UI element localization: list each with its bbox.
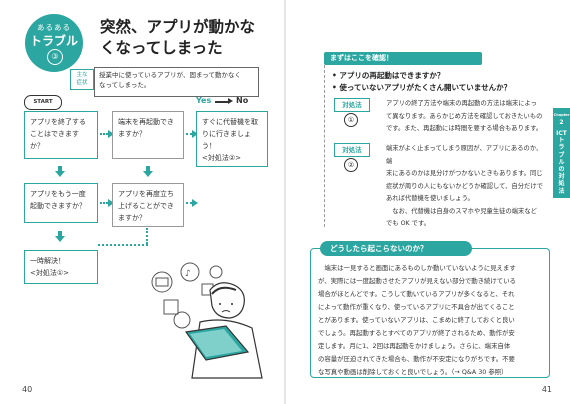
prevention-box — [310, 248, 550, 378]
flow-text: 上げることができ — [118, 202, 174, 210]
yes-arrow — [55, 231, 65, 242]
measure-line: 症状が周りの人にもないかどうか確認して、自分だけで — [386, 182, 543, 190]
measure-label: 対処法 — [334, 98, 370, 112]
flow-text: アプリを終了する — [30, 118, 86, 126]
no-label: No — [236, 96, 249, 105]
badge-line1: あるある — [37, 23, 71, 32]
badge-line2: トラブル — [29, 34, 78, 48]
chapter-number-line: 2 — [559, 119, 564, 126]
measure-line: 末にあるのかは見分けがつかないときもあります。同じ — [386, 170, 543, 177]
no-arrow — [186, 199, 198, 207]
left-page: あるある トラブル ③ 突然、アプリが動かな くなってしまった 主な 症状 授業… — [0, 0, 284, 404]
student-tablet-illustration: ♪ — [151, 262, 263, 379]
flow-box-get-spare-device: すぐに代替機を取 りに行きましょ う！ <対処法②> — [196, 111, 268, 167]
flow-text: ますか？ — [118, 214, 146, 222]
symptom-text: 授業中に使っているアプリが、固まって動かなく なってしまった。 — [94, 67, 259, 97]
check-question: • 使っていないアプリがたくさん開いていませんか？ — [332, 83, 512, 92]
measure-line: アプリの終了方法や端末の再起動の方法は端末によっ — [386, 100, 537, 107]
symptom-tag: 主な 症状 — [70, 69, 94, 90]
prevention-line: とがあります。使っていないアプリは、こまめに終了しておくと良い — [318, 316, 515, 324]
flow-box-can-close-app: アプリを終了する ことはできます か？ — [24, 111, 98, 159]
no-arrow — [186, 130, 198, 138]
chapter-number: Chapter 2 — [553, 112, 570, 126]
start-label: START — [24, 95, 62, 110]
prevention-text: 端末は一見すると画面にあるものしか動いていないように見えます が、実際には一度起… — [318, 262, 542, 379]
gutter — [284, 0, 286, 404]
badge-number: ③ — [47, 49, 63, 65]
symptom-tag-line: 症状 — [76, 80, 88, 86]
confirm-section — [324, 65, 551, 227]
measure-line: でも OK です。 — [386, 220, 430, 227]
flow-text: すぐに代替機を取 — [202, 118, 258, 126]
flow-text: か？ — [30, 142, 44, 150]
flow-text: ますか？ — [118, 130, 146, 138]
prevention-heading: どうしたら起こらないのか？ — [320, 241, 472, 256]
title-line: くなってしまった — [100, 39, 223, 57]
connector-line — [146, 228, 150, 244]
confirm-heading: まずはここを確認！ — [324, 52, 482, 65]
page-number: 41 — [541, 385, 552, 394]
yes-arrow — [55, 166, 65, 177]
prevention-line: 定します。月に1、2回は再起動をかけましょう。さらに、端末自体 — [318, 342, 511, 350]
page-number: 40 — [22, 385, 33, 394]
flow-box-can-relaunch: アプリをもう一度 起動できますか？ — [24, 183, 98, 223]
measure-line: あれば代替機を使いましょう。 — [386, 195, 474, 202]
flow-box-resolved: 一時解決！ <対処法①> — [24, 250, 98, 284]
legend-arrow — [215, 98, 233, 104]
flow-text: 起動できますか？ — [30, 202, 86, 210]
check-question: • アプリの再起動はできますか？ — [332, 71, 445, 80]
flow-text: アプリを再度立ち — [118, 190, 174, 198]
flow-box-can-restart: 端末を再起動でき ますか？ — [112, 111, 184, 159]
flow-text: <対処法①> — [30, 269, 70, 277]
title-line: 突然、アプリが動かな — [100, 18, 256, 36]
flow-text: <対処法②> — [202, 154, 242, 162]
prevention-line: でしょう。再起動するとすべてのアプリが終了されるため、動作が安 — [318, 329, 515, 337]
flow-text: う！ — [202, 142, 216, 150]
flow-text: ことはできます — [30, 130, 79, 138]
right-page: まずはここを確認！ • アプリの再起動はできますか？ • 使っていないアプリがた… — [286, 0, 570, 404]
prevention-line: によって動作が重くなり、使っているアプリに不具合が出てくること — [318, 303, 515, 311]
symptom-tag-line: 主な — [76, 72, 88, 78]
prevention-line: 場合がほとんどです。こうして動いているアプリが多くなると、それ — [318, 290, 515, 298]
trouble-badge: あるある トラブル ③ — [25, 14, 83, 72]
prevention-line: の容量が圧迫されてきた場合も、動作が不安定になりがちです。不要 — [318, 355, 515, 363]
flow-text: 端末を再起動でき — [118, 118, 174, 126]
symptom-line: なってしまった。 — [99, 81, 151, 89]
no-arrow — [100, 130, 114, 138]
measure-number: ① — [344, 113, 358, 127]
measure-label: 対処法 — [334, 143, 370, 157]
prevention-line: な写真や動画は削除しておくと良いでしょう。（→ Q&A 30 参照） — [318, 368, 508, 376]
prevention-line: が、実際には一度起動させたアプリが見えない部分で動き続けている — [318, 277, 516, 285]
flow-text: りに行きましょ — [202, 130, 251, 138]
measure-text: 端末がよく止まってしまう原因が、アプリにあるのか、端 末にあるのかは見分けがつか… — [386, 143, 548, 231]
page-title: 突然、アプリが動かな くなってしまった — [100, 17, 270, 59]
measure-line: 端末がよく止まってしまう原因が、アプリにあるのか、端 — [386, 145, 543, 165]
no-arrow — [100, 199, 114, 207]
prevention-line: 端末は一見すると画面にあるものしか動いていないように見えます — [318, 264, 516, 272]
flow-text: アプリをもう一度 — [30, 190, 86, 198]
measure-line: です。また、再起動には時間を要する場合もあります。 — [386, 125, 543, 132]
measure-line: て異なります。あらかじめ方法を確認しておきたいもの — [386, 112, 543, 120]
measure-number: ② — [344, 158, 358, 172]
yes-label: Yes — [196, 96, 212, 105]
connector-line — [98, 244, 148, 246]
chapter-number-line: Chapter — [553, 113, 570, 117]
chapter-label: ICTトラブルの対処法 — [556, 130, 567, 195]
chapter-side-tab: Chapter 2 ICTトラブルの対処法 — [553, 108, 570, 198]
flow-text: 一時解決！ — [30, 257, 65, 265]
svg-text:♪: ♪ — [185, 269, 191, 279]
yes-arrow — [143, 166, 153, 177]
measure-line: なお、代替機は自身のスマホや児童生徒の端末など — [386, 207, 537, 215]
measure-text: アプリの終了方法や端末の再起動の方法は端末によっ て異なります。あらかじめ方法を… — [386, 98, 548, 136]
yes-no-legend: Yes No — [196, 96, 248, 105]
symptom-line: 授業中に使っているアプリが、固まって動かなく — [99, 71, 241, 79]
flow-box-can-restart-app: アプリを再度立ち 上げることができ ますか？ — [112, 183, 184, 227]
